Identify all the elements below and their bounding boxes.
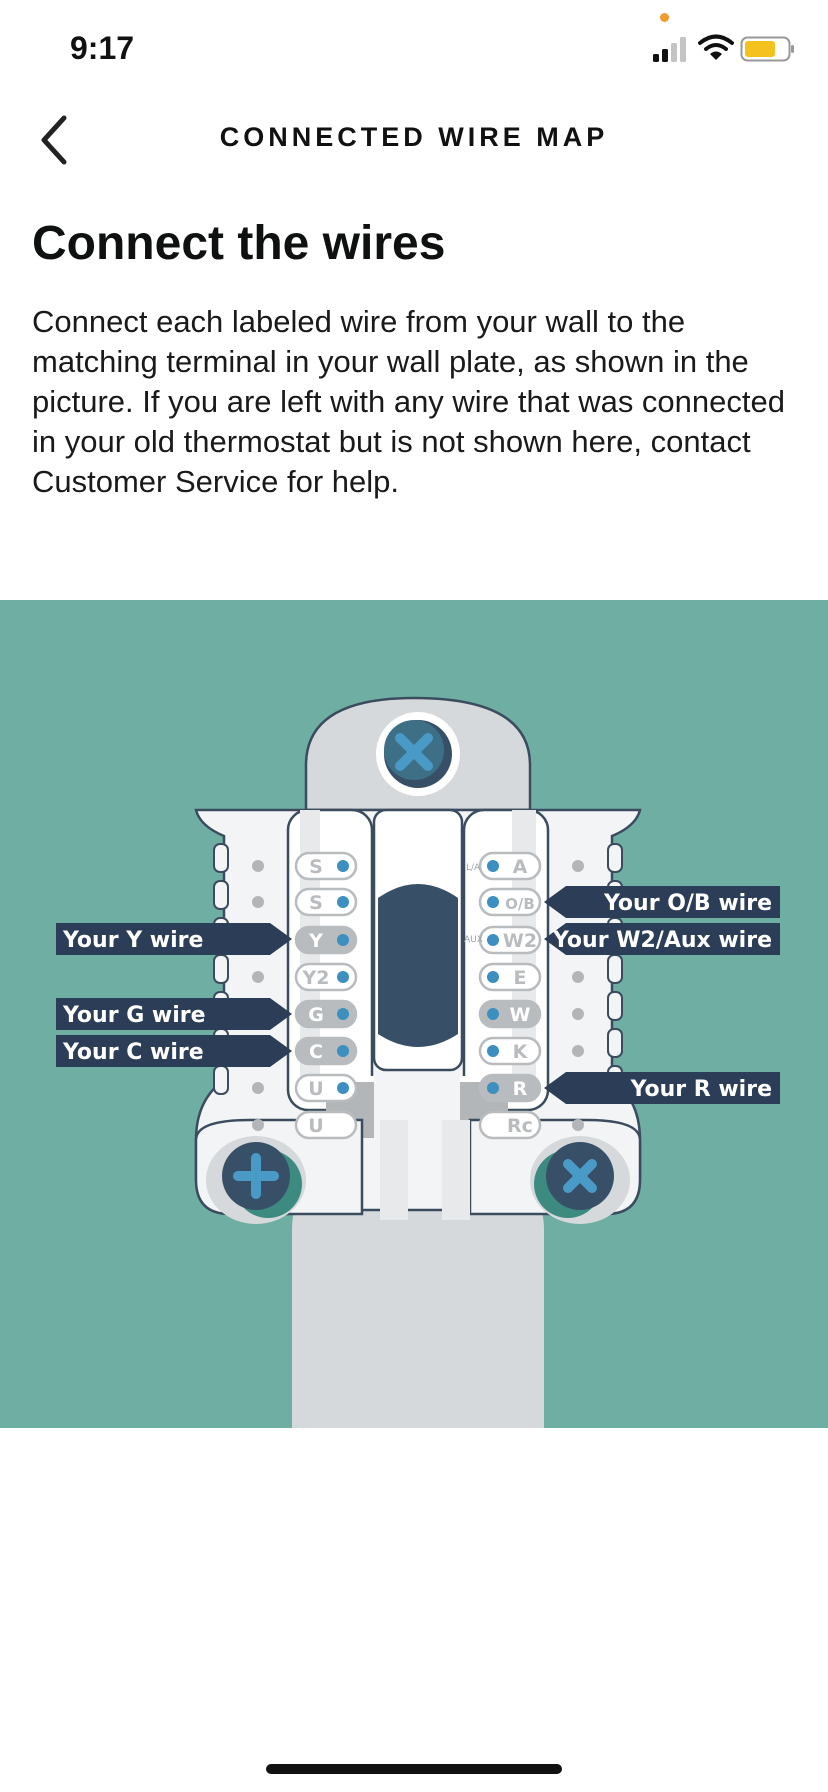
svg-text:R: R [513,1078,528,1100]
wire-label-r: Your R wire [544,1072,780,1104]
svg-text:U: U [308,1078,323,1100]
terminal-left-7: U [294,1110,358,1140]
svg-text:C: C [309,1041,323,1063]
terminal-right-0: A [478,851,542,881]
privacy-indicator-dot [660,13,669,22]
instructions-text: Connect each labeled wire from your wall… [32,304,785,499]
status-bar: 9:17 [0,0,828,100]
svg-text:W2: W2 [503,930,537,952]
svg-text:Your W2/Aux wire: Your W2/Aux wire [552,928,772,953]
svg-text:U: U [308,1115,323,1137]
section-heading: Connect the wires [32,217,446,270]
svg-text:Your O/B wire: Your O/B wire [603,891,772,916]
terminal-left-4: G [294,999,358,1029]
terminal-left-0: S [294,851,358,881]
terminal-right-6: R [478,1073,542,1103]
page-title: CONNECTED WIRE MAP [219,122,609,152]
status-time: 9:17 [70,30,135,66]
wire-label-g: Your G wire [56,998,292,1030]
screw-left-icon [206,1136,306,1224]
wire-label-y: Your Y wire [56,923,292,955]
svg-text:K: K [513,1041,529,1063]
terminal-right-4: W [478,999,542,1029]
wire-label-ob: Your O/B wire [544,886,780,918]
wire-label-w2: Your W2/Aux wire [544,923,780,955]
terminal-right-1: O/B [478,887,542,917]
svg-text:Your C wire: Your C wire [62,1040,204,1065]
terminal-small-label-la: L/A [466,863,481,873]
svg-text:Rc: Rc [507,1115,533,1137]
svg-text:Your R wire: Your R wire [630,1077,772,1102]
terminal-left-2: Y [294,925,358,955]
home-indicator [266,1764,562,1774]
terminal-right-7: Rc [478,1110,542,1140]
wifi-icon [698,34,734,60]
svg-text:E: E [514,967,527,989]
screw-top-icon [376,712,460,796]
svg-text:Y2: Y2 [302,967,330,989]
terminal-right-3: E [478,962,542,992]
svg-text:S: S [309,892,323,914]
svg-text:S: S [309,856,323,878]
svg-text:Your G wire: Your G wire [62,1003,206,1028]
svg-text:A: A [513,856,528,878]
back-chevron-icon[interactable] [34,112,76,168]
terminal-left-3: Y2 [294,962,358,992]
terminal-small-label-aux: AUX [464,935,483,945]
svg-text:Y: Y [308,930,323,952]
terminal-left-6: U [294,1073,358,1103]
screw-right-icon [530,1136,630,1224]
terminal-right-5: K [478,1036,542,1066]
cellular-signal-icon [653,37,686,62]
terminal-left-1: S [294,887,358,917]
battery-icon [740,36,794,62]
svg-text:G: G [308,1004,324,1026]
svg-text:W: W [510,1004,531,1026]
svg-text:O/B: O/B [505,895,535,913]
svg-text:Your Y wire: Your Y wire [62,928,203,953]
terminal-right-2: W2 [478,925,542,955]
terminal-left-5: C [294,1036,358,1066]
navigation-bar: CONNECTED WIRE MAP [0,100,828,180]
wire-label-c: Your C wire [56,1035,292,1067]
